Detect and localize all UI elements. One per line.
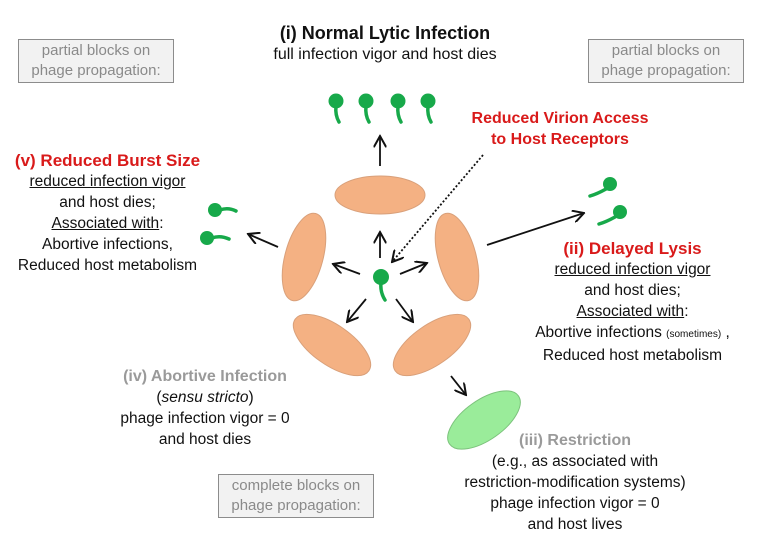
normal-lytic-title: (i) Normal Lytic Infection: [279, 23, 491, 43]
reduced-burst-label: (v) Reduced Burst Size reduced infection…: [5, 150, 210, 276]
phage-icon: [588, 177, 617, 198]
box-line: partial blocks on: [41, 42, 151, 59]
sensu-stricto-text: sensu stricto: [161, 389, 249, 406]
associated-with-label: Associated with: [576, 303, 685, 320]
delayed-lysis-label: (ii) Delayed Lysis reduced infection vig…: [520, 238, 745, 366]
restricted-host-cell: [447, 390, 521, 450]
host-cell-bottom-right: [392, 313, 472, 377]
box-line: phage propagation:: [31, 62, 161, 79]
restriction-title: (iii) Restriction: [518, 432, 631, 449]
phage-icon: [597, 205, 627, 226]
reduced-burst-line4: Abortive infections,: [42, 236, 173, 253]
comma: ,: [721, 324, 730, 341]
phage-icon: [390, 93, 406, 124]
phage-icon: [200, 231, 231, 245]
abortive-infection-label: (iv) Abortive Infection (sensu stricto) …: [105, 366, 305, 450]
restriction-line1: (e.g., as associated with: [491, 453, 659, 470]
host-cell-left: [281, 212, 327, 302]
box-line: phage propagation:: [231, 497, 361, 514]
arrow-to-restriction: [450, 375, 466, 395]
arrow-to-bottom-left-cell: [347, 298, 367, 322]
arrow-to-left-cell: [333, 264, 361, 275]
reduced-burst-title: (v) Reduced Burst Size: [14, 151, 201, 170]
host-cell-top: [334, 175, 426, 215]
reduced-burst-line1: reduced infection vigor: [29, 173, 186, 190]
arrow-to-delayed-lysis: [486, 213, 584, 246]
normal-lytic-subtitle: full infection vigor and host dies: [273, 46, 497, 63]
normal-lytic-label: (i) Normal Lytic Infection full infectio…: [230, 22, 540, 65]
phage-icon: [208, 203, 238, 217]
phage-icon: [358, 93, 374, 124]
reduced-burst-line2: and host dies;: [59, 194, 156, 211]
delayed-lysis-line4: Abortive infections (sometimes) ,: [520, 322, 745, 345]
abortive-line2: phage infection vigor = 0: [120, 410, 290, 427]
reduced-access-line: to Host Receptors: [491, 131, 629, 148]
abortive-line1: (sensu stricto): [105, 387, 305, 408]
restriction-line3: phage infection vigor = 0: [490, 495, 660, 512]
associated-with-label: Associated with: [51, 215, 160, 232]
partial-blocks-box-right: partial blocks on phage propagation:: [588, 39, 744, 83]
partial-blocks-box-left: partial blocks on phage propagation:: [18, 39, 174, 83]
phage-icon: [328, 93, 344, 124]
sometimes-note: (sometimes): [666, 329, 722, 340]
delayed-lysis-line1: reduced infection vigor: [554, 261, 711, 278]
delayed-lysis-line2: and host dies;: [584, 282, 681, 299]
restriction-line4: and host lives: [527, 516, 623, 533]
abortive-infections-text: Abortive infections: [535, 324, 667, 341]
box-line: partial blocks on: [611, 42, 721, 59]
restriction-line2: restriction-modification systems): [464, 474, 686, 491]
host-cell-bottom-left: [292, 313, 372, 377]
complete-blocks-box: complete blocks on phage propagation:: [218, 474, 374, 518]
restriction-label: (iii) Restriction (e.g., as associated w…: [440, 430, 710, 535]
paren-open: (: [156, 389, 162, 406]
released-phages-normal: [328, 93, 436, 124]
released-phages-delayed-lysis: [588, 177, 627, 226]
abortive-infection-title: (iv) Abortive Infection: [123, 368, 287, 385]
dotted-arrow-reduced-access: [392, 154, 484, 262]
phage-icon: [420, 93, 436, 124]
reduced-burst-line5: Reduced host metabolism: [17, 257, 198, 274]
box-line: complete blocks on: [231, 477, 361, 494]
abortive-line3: and host dies: [158, 431, 252, 448]
arrow-to-reduced-burst: [248, 234, 279, 248]
paren-close: ): [248, 389, 254, 406]
released-phages-reduced-burst: [200, 203, 238, 245]
host-cell-right: [434, 212, 480, 302]
reduced-access-line: Reduced Virion Access: [471, 110, 649, 127]
colon: :: [159, 215, 164, 232]
delayed-lysis-line3: Associated with:: [520, 301, 745, 322]
delayed-lysis-line5: Reduced host metabolism: [542, 347, 723, 364]
colon: :: [684, 303, 689, 320]
box-line: phage propagation:: [601, 62, 731, 79]
delayed-lysis-title: (ii) Delayed Lysis: [563, 239, 702, 258]
reduced-burst-line3: Associated with:: [5, 213, 210, 234]
phage-icon-center: [373, 269, 389, 302]
arrow-to-right-cell: [399, 263, 427, 275]
reduced-access-label: Reduced Virion Access to Host Receptors: [470, 108, 650, 150]
arrow-to-bottom-right-cell: [395, 298, 413, 322]
